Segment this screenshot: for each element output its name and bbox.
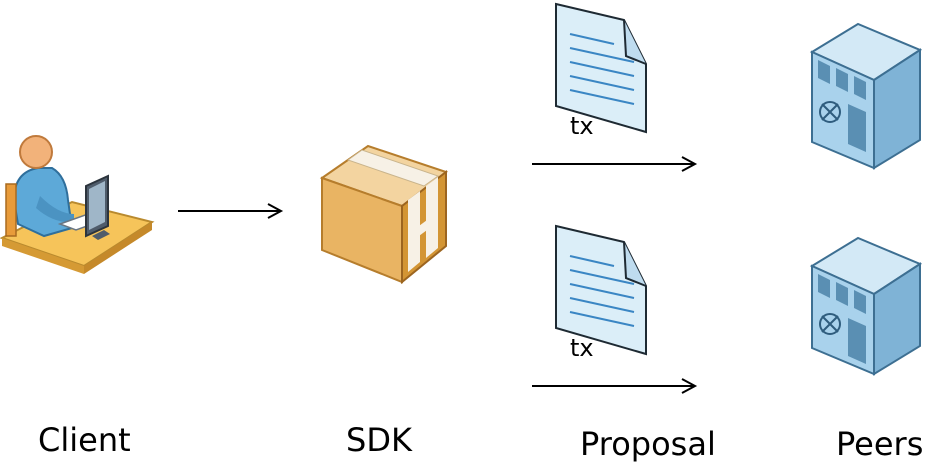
proposal-label: Proposal	[580, 425, 716, 463]
building-icon	[809, 236, 923, 376]
client-workstation-icon	[0, 135, 155, 274]
arrow-client-to-sdk	[178, 203, 284, 219]
building-icon	[809, 22, 923, 170]
package-box-icon	[319, 144, 449, 285]
doc-label-tx: tx	[570, 334, 594, 362]
document-icon	[555, 2, 647, 134]
doc-label-tx: tx	[570, 112, 594, 140]
sdk-label: SDK	[346, 421, 412, 459]
arrow-proposal-to-peer-bottom	[532, 378, 698, 394]
document-icon	[555, 224, 647, 356]
arrow-proposal-to-peer-top	[532, 156, 698, 172]
client-label: Client	[38, 421, 131, 459]
peers-label: Peers	[836, 425, 924, 463]
